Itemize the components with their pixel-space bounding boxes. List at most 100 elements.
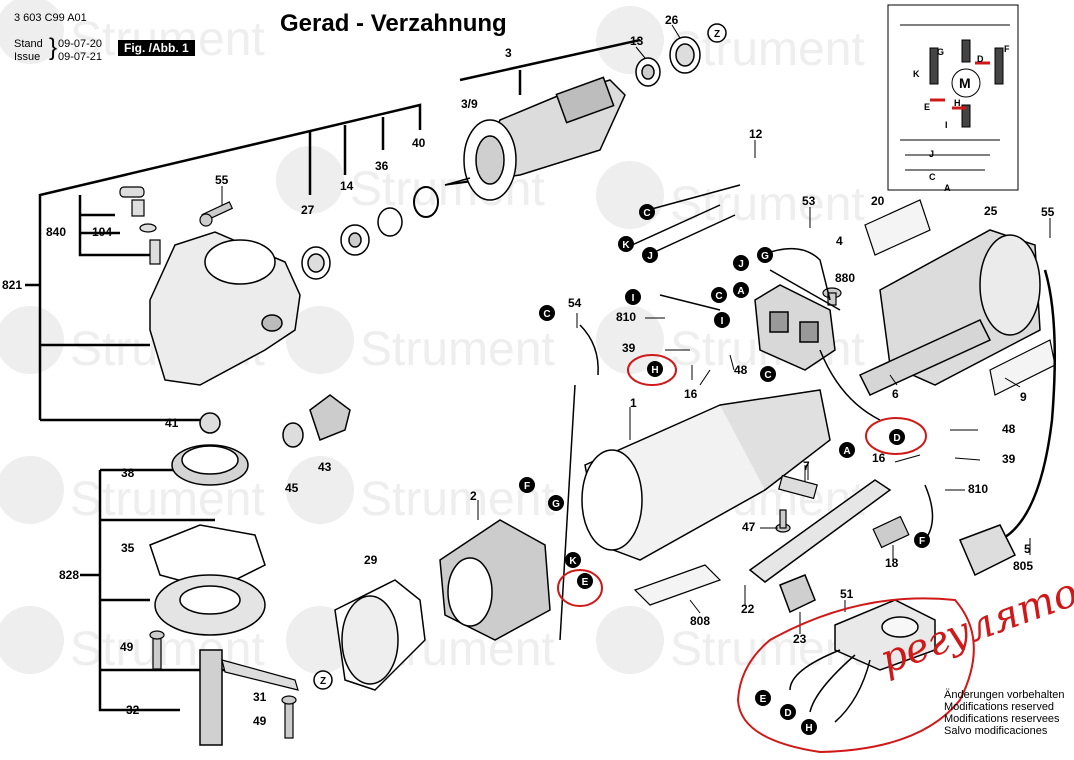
svg-text:H: H [805, 723, 812, 734]
armature-part [444, 76, 626, 201]
bearing-26 [669, 36, 701, 74]
part-label-16-left: 16 [684, 387, 698, 401]
connector-badge-a: A [733, 282, 749, 298]
connector-badge-j: J [642, 247, 658, 263]
svg-text:C: C [764, 370, 771, 381]
switch-23 [779, 574, 816, 614]
part-label-828: 828 [59, 568, 79, 582]
part-label-36: 36 [375, 159, 389, 173]
inset-terminal-e: E [924, 102, 930, 112]
modification-notes: Änderungen vorbehalten Modifications res… [944, 689, 1064, 737]
part-label-821: 821 [2, 278, 22, 292]
connector-badge-g: G [757, 247, 773, 263]
part-label-55-left: 55 [215, 173, 229, 187]
svg-text:G: G [761, 251, 769, 262]
part-label-1: 1 [630, 396, 637, 410]
svg-text:A: A [843, 446, 850, 457]
part-label-880: 880 [835, 271, 855, 285]
svg-text:F: F [919, 536, 925, 547]
part-label-808: 808 [690, 614, 710, 628]
part-label-51: 51 [840, 587, 854, 601]
lever-31 [221, 659, 299, 691]
part-label-7: 7 [803, 459, 810, 473]
part-label-41: 41 [165, 416, 179, 430]
annotation-circle-e [557, 569, 603, 607]
part-label-53: 53 [802, 194, 816, 208]
issue-label: Issue [14, 51, 41, 63]
part-label-55-right: 55 [1041, 205, 1055, 219]
bracket-lines [25, 38, 641, 712]
red-annotations [557, 354, 975, 754]
note-english: Modifications reserved [944, 701, 1055, 713]
plug-805 [959, 524, 1017, 577]
connector-badge-e: E [577, 573, 593, 589]
handle-6 [858, 319, 992, 396]
note-german: Änderungen vorbehalten [944, 689, 1065, 701]
part-label-13: 13 [630, 34, 644, 48]
connector-badge-h: H [647, 361, 663, 377]
part-label-20: 20 [871, 194, 885, 208]
part-label-47: 47 [742, 520, 756, 534]
annotation-circle-regulator [736, 597, 975, 754]
connector-badge-z: Z [313, 670, 333, 690]
part-label-27: 27 [301, 203, 315, 217]
part-label-49-lower: 49 [253, 714, 267, 728]
connector-badge-d: D [780, 704, 796, 720]
spindle-lock-parts [119, 186, 161, 265]
inset-terminal-c: C [929, 172, 936, 182]
note-spanish: Salvo modificaciones [944, 725, 1048, 737]
inset-terminal-j: J [929, 149, 934, 159]
brace-symbol: } [49, 34, 58, 61]
part-label-3: 3 [505, 46, 512, 60]
part-label-39-left: 39 [622, 341, 636, 355]
switch-rod-22 [748, 479, 892, 583]
field-coil-stator [439, 519, 551, 641]
svg-text:K: K [569, 556, 577, 567]
svg-text:I: I [721, 316, 724, 327]
connector-badge-a: A [839, 442, 855, 458]
sticker-20 [864, 199, 931, 256]
inset-terminal-i: I [945, 120, 948, 130]
motor-housing-25 [879, 229, 1041, 386]
bearing-27 [301, 246, 331, 280]
part-label-26: 26 [665, 13, 679, 27]
leader-lines [221, 24, 1051, 634]
part-label-49-upper: 49 [120, 640, 134, 654]
wiring-inset [887, 4, 1019, 191]
svg-text:Z: Z [320, 676, 326, 687]
connector-badge-i: I [714, 312, 730, 328]
insulating-sheet-808 [633, 564, 722, 606]
motor-label: M [959, 75, 971, 91]
watermark-logo: Strument [0, 0, 265, 66]
bearing-flange-35 [149, 524, 266, 591]
bevel-gear-38 [171, 444, 249, 486]
inset-terminal-f: F [1004, 44, 1010, 54]
connector-badge-c: C [539, 305, 555, 321]
stand-date: 09-07-20 [58, 38, 103, 50]
watermark-logo: Strument [596, 6, 865, 76]
watermark-logo: Strument [0, 456, 265, 526]
screw-55-left [199, 201, 234, 227]
ring-36 [377, 207, 403, 237]
power-cable-5 [999, 269, 1057, 542]
part-label-48-right: 48 [1002, 422, 1016, 436]
issue-date: 09-07-21 [58, 51, 103, 63]
svg-text:F: F [524, 481, 530, 492]
connector-badge-g: G [548, 495, 564, 511]
wiring-inset-labels: M G F K D E H I J C A [913, 44, 1010, 193]
part-label-12: 12 [749, 127, 763, 141]
part-label-14: 14 [340, 179, 354, 193]
stand-issue-dates: 09-07-20 09-07-21 [58, 38, 102, 64]
watermark-text: Strument [360, 323, 555, 376]
connector-badge-z: Z [707, 23, 727, 43]
watermark-logo: Strument [596, 606, 865, 676]
part-label-43: 43 [318, 460, 332, 474]
circlip-40 [413, 186, 439, 218]
svg-text:J: J [647, 251, 653, 262]
part-label-29: 29 [364, 553, 378, 567]
brush-holder-unit [754, 284, 836, 371]
part-label-38: 38 [121, 466, 135, 480]
watermark-text: Strument [70, 13, 265, 66]
part-label-45: 45 [285, 481, 299, 495]
